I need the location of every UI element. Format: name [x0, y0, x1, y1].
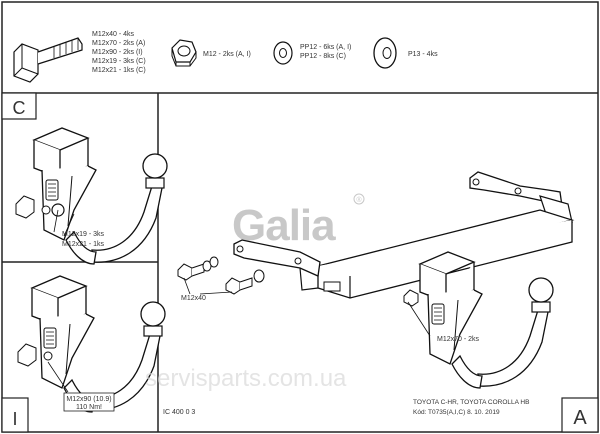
washer-icon	[273, 41, 293, 65]
nut-icon	[171, 39, 197, 67]
panel-a-letter: A	[573, 407, 587, 429]
bolt-label: M12x19 - 3ks (C)	[92, 58, 146, 65]
watermark: servisparts.com.ua	[145, 365, 347, 392]
drawing-code: IC 400 0 3	[163, 409, 195, 416]
ball-callout: M12x70 - 2ks	[437, 336, 480, 343]
bolt-label: M12x40 - 4ks	[92, 31, 135, 38]
large-washer-label: P13 - 4ks	[408, 51, 438, 58]
panel-i-callout: 110 Nm!	[76, 404, 102, 411]
ball-hitch-drawing-c	[15, 127, 168, 265]
ball-hitch-assembly	[403, 251, 554, 389]
bolt-label: M12x70 - 2ks (A)	[92, 40, 145, 47]
bolt-label: M12x21 - 1ks (C)	[92, 67, 146, 74]
panel-i-letter-box	[1, 397, 29, 433]
panel-c-callout: M12x19 - 3ks	[62, 231, 105, 238]
vehicle-label: TOYOTA C-HR, TOYOTA COROLLA HB	[413, 399, 529, 406]
registered-mark: ®	[356, 196, 362, 204]
ball-hitch-drawing-i	[17, 275, 166, 413]
bolt-icon	[13, 37, 83, 83]
panel-c-letter: C	[13, 98, 26, 118]
bolt-label: M12x90 - 2ks (I)	[92, 49, 143, 56]
washer-label: PP12 - 6ks (A, I)	[300, 44, 351, 51]
bolt-callout: M12x40	[181, 295, 206, 302]
torque-callout-box	[63, 392, 115, 412]
fixing-bolts-left	[177, 256, 265, 295]
large-washer-icon	[373, 37, 397, 69]
panel-c-letter-box	[1, 92, 37, 120]
panel-c-callout: M12x21 - 1ks	[62, 241, 105, 248]
panel-i-callout: M12x90 (10.9)	[66, 396, 111, 403]
washer-label: PP12 - 8ks (C)	[300, 53, 346, 60]
nut-label: M12 - 2ks (A, I)	[203, 51, 251, 58]
panel-a-letter-box	[561, 397, 599, 433]
panel-i-letter: I	[12, 409, 17, 429]
tow-bar-crossbeam	[233, 171, 575, 299]
kod-label: Kód: T0735(A,I,C) 8. 10. 2019	[413, 409, 500, 416]
